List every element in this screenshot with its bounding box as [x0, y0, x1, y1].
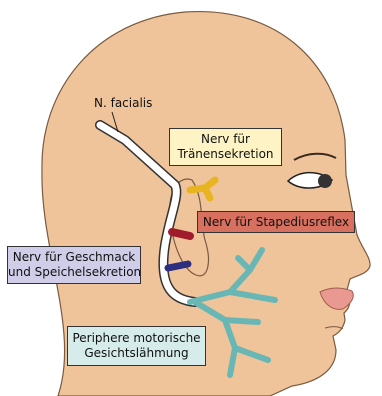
periphere-label-line2: Gesichtslähmung [68, 346, 205, 361]
stapedius-nerve-branch [172, 232, 190, 236]
tranen-label-line2: Tränensekretion [170, 147, 281, 162]
facialis-label: N. facialis [94, 96, 152, 110]
tranen-label-box: Nerv für Tränensekretion [169, 128, 282, 166]
geschmack-label-line1: Nerv für Geschmack [8, 250, 140, 265]
stapedius-label-box: Nerv für Stapediusreflex [197, 211, 355, 233]
geschmack-label-box: Nerv für Geschmack und Speichelsekretion [7, 246, 141, 284]
stapedius-label: Nerv für Stapediusreflex [198, 215, 354, 230]
geschmack-label-line2: und Speichelsekretion [8, 265, 140, 280]
periphere-label-box: Periphere motorische Gesichtslähmung [67, 326, 206, 366]
geschmack-nerve-branch [168, 264, 188, 268]
periphere-label-line1: Periphere motorische [68, 331, 205, 346]
tranen-label-line1: Nerv für [170, 132, 281, 147]
iris [318, 174, 332, 188]
